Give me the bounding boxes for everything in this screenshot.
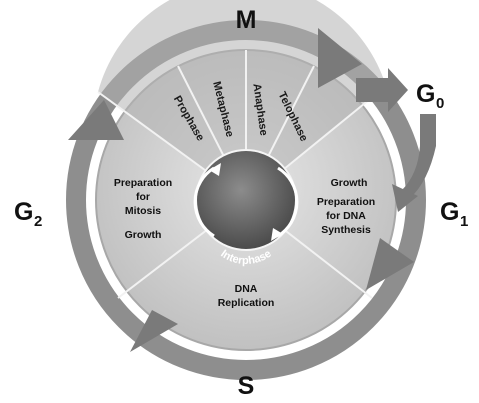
g1-prep-line2: for DNA xyxy=(326,210,366,222)
g0-arrow-out xyxy=(356,68,408,112)
g1-segment-text: Growth Preparation for DNA Synthesis xyxy=(317,177,375,236)
g2-segment-text: Preparation for Mitosis Growth xyxy=(114,177,172,241)
label-g1-sub: 1 xyxy=(460,213,468,230)
label-g2-sub: 2 xyxy=(34,213,42,230)
interphase-arrowhead-right xyxy=(271,228,283,241)
arrow-g1-to-s xyxy=(366,238,414,290)
interphase-arrow-right xyxy=(277,166,299,238)
label-g0-sub: 0 xyxy=(436,95,444,112)
label-g1: G 1 xyxy=(440,198,468,230)
s-replication: Replication xyxy=(218,297,275,309)
arrow-m-to-g0 xyxy=(318,28,362,88)
label-g0: G 0 xyxy=(416,80,444,112)
g2-prep-line2: for xyxy=(136,191,150,203)
arrow-s-to-g2 xyxy=(130,310,178,352)
s-dna: DNA xyxy=(235,283,258,295)
g0-return-path xyxy=(402,114,436,198)
cycle-arrows xyxy=(68,28,414,352)
g1-prep-line3: Synthesis xyxy=(321,224,371,236)
label-g0-main: G xyxy=(416,80,435,108)
interphase-arrowhead-left xyxy=(209,163,221,176)
interphase-arrow-left xyxy=(193,166,215,238)
arrow-g2-to-m xyxy=(68,100,124,140)
s-segment-text: DNA Replication xyxy=(218,283,275,309)
g0-branch xyxy=(356,68,436,212)
label-s: S xyxy=(238,372,255,400)
mitosis-wedge xyxy=(98,0,386,200)
g2-growth: Growth xyxy=(125,229,162,241)
g0-arrow-return-head xyxy=(392,184,418,212)
label-m: M xyxy=(236,6,257,34)
label-g2: G 2 xyxy=(14,198,42,230)
g2-prep-line3: Mitosis xyxy=(125,205,161,217)
g2-prep-line1: Preparation xyxy=(114,177,172,189)
g1-growth: Growth xyxy=(331,177,368,189)
label-g1-main: G xyxy=(440,198,459,226)
g1-prep-line1: Preparation xyxy=(317,196,375,208)
label-g2-main: G xyxy=(14,198,33,226)
interphase-label: Interphase xyxy=(218,248,273,267)
